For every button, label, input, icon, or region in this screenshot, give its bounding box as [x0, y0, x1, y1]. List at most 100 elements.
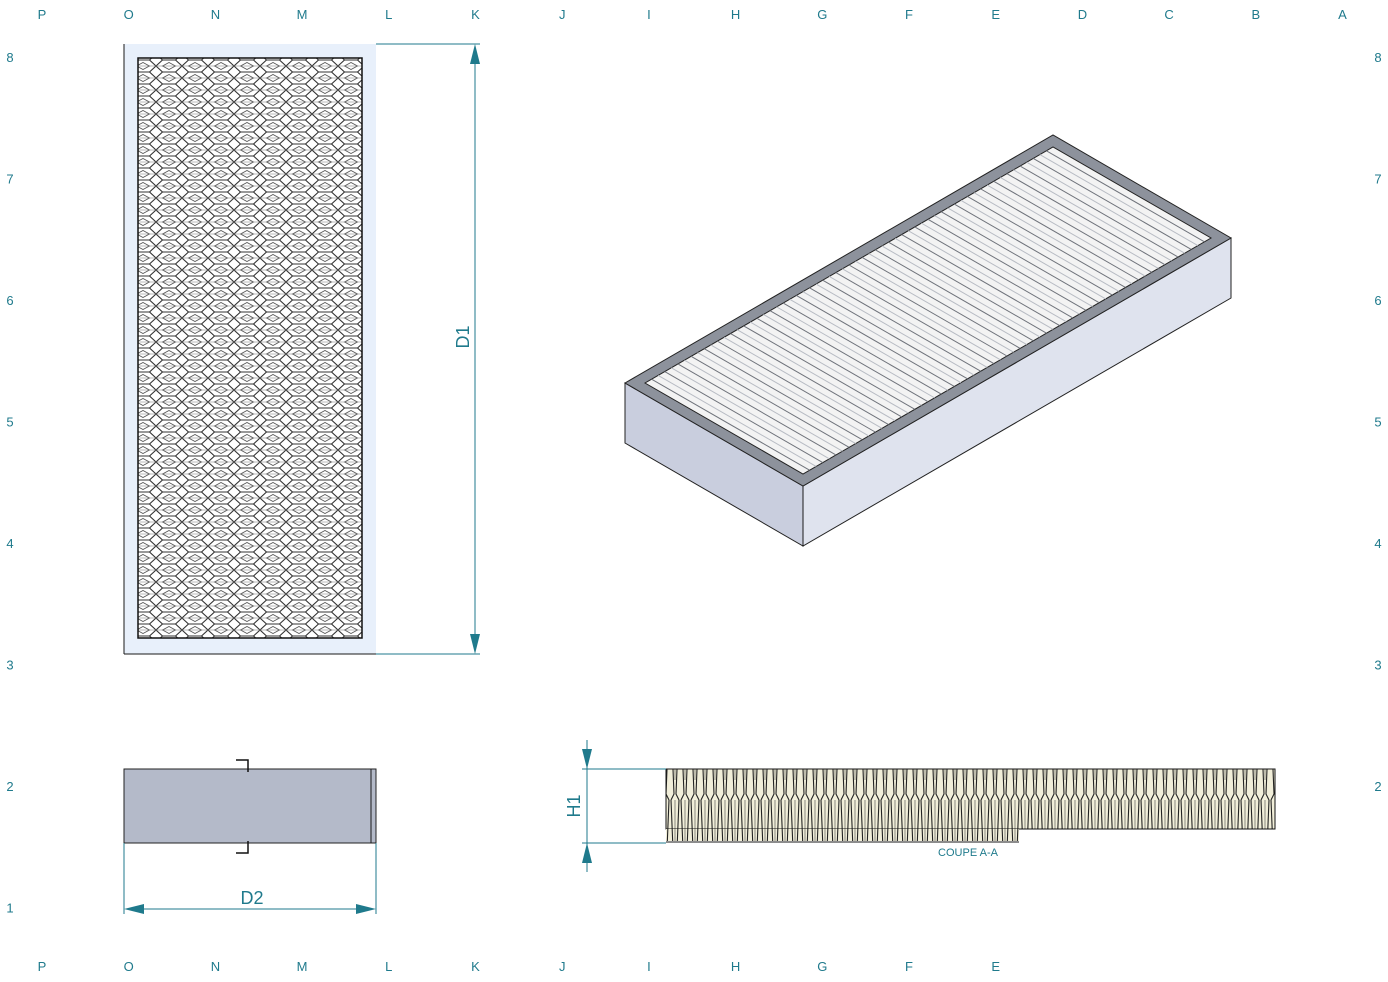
pleat-line: [855, 260, 1014, 353]
pleated-media: [665, 768, 1276, 830]
d2-label: D2: [240, 888, 263, 908]
grid-column-label: M: [297, 959, 308, 974]
pleat-line: [868, 253, 1027, 346]
grid-column-label: L: [385, 959, 392, 974]
pleat-line: [1039, 154, 1199, 247]
grid-column-label: I: [647, 959, 651, 974]
pleat-line: [796, 295, 955, 387]
pleat-line: [822, 279, 981, 372]
d1-label: D1: [453, 325, 473, 348]
grid-column-label: O: [124, 7, 134, 22]
pleat-line: [980, 188, 1139, 281]
h1-label: H1: [564, 794, 584, 817]
grid-column-label: N: [211, 7, 220, 22]
section-marker-bottom: [236, 841, 249, 854]
pleat-line: [901, 234, 1060, 326]
grid-row-label: 8: [6, 50, 13, 65]
pleat-line: [835, 272, 995, 365]
section-marker-top: [236, 759, 249, 772]
grid-column-label: P: [38, 7, 47, 22]
grid-column-label: E: [991, 959, 1000, 974]
pleat-line: [809, 287, 968, 380]
grid-column-label: F: [905, 7, 913, 22]
pleat-line: [736, 329, 896, 422]
grid-column-label: J: [559, 959, 566, 974]
iso-pleat-lines: [651, 150, 1205, 471]
pleat-line: [1026, 161, 1185, 254]
side-view: [123, 759, 377, 854]
pleat-line: [888, 241, 1047, 334]
pleat-line: [717, 340, 876, 433]
grid-row-label: 2: [6, 779, 13, 794]
pleat-line: [861, 256, 1021, 349]
pleat-line: [947, 207, 1106, 300]
grid-column-label: K: [471, 959, 480, 974]
section-view: COUPE A-A: [665, 768, 1276, 859]
pleat-line: [756, 317, 916, 410]
d1-dimension: D1: [376, 43, 480, 655]
grid-row-label: 8: [1374, 50, 1381, 65]
pleat-line: [1019, 165, 1179, 258]
pleat-line: [690, 355, 850, 448]
pleat-line: [802, 291, 962, 384]
isometric-view: [624, 134, 1232, 547]
grid-column-label: D: [1078, 7, 1087, 22]
grid-column-label: H: [731, 959, 740, 974]
pleat-line: [960, 199, 1120, 292]
pleated-media-lower: [666, 829, 1019, 841]
pleat-line: [993, 180, 1153, 273]
grid-column-label: G: [817, 959, 827, 974]
pleat-line: [927, 218, 1087, 311]
grid-column-label: C: [1164, 7, 1173, 22]
pleat-line: [743, 325, 902, 418]
pleat-line: [954, 203, 1113, 296]
pleat-line: [723, 336, 883, 429]
grid-row-label: 1: [6, 901, 13, 916]
grid-row-label: 2: [1374, 779, 1381, 794]
pleat-line: [763, 314, 922, 406]
pleat-line: [782, 302, 942, 395]
grid-column-label: N: [211, 959, 220, 974]
grid-row-label: 4: [6, 536, 13, 551]
pleat-line: [677, 363, 837, 456]
pleat-line: [815, 283, 975, 376]
pleat-line: [842, 268, 1001, 361]
grid-row-label: 7: [1374, 172, 1381, 187]
grid-column-label: F: [905, 959, 913, 974]
grid-row-label: 6: [6, 293, 13, 308]
pleat-line: [1000, 177, 1159, 269]
pleat-line: [1006, 173, 1166, 266]
d2-dimension: D2: [123, 843, 377, 914]
pleat-line: [848, 264, 1008, 357]
pleat-line: [1013, 169, 1172, 262]
pleat-line: [657, 374, 817, 467]
grid-column-label: J: [559, 7, 566, 22]
grid-row-label: 5: [1374, 415, 1381, 430]
pleat-line: [789, 298, 949, 391]
grid-column-label: B: [1251, 7, 1260, 22]
grid-column-label: I: [647, 7, 651, 22]
pleat-line: [894, 237, 1054, 330]
grid-row-label: 7: [6, 172, 13, 187]
side-view-body: [123, 768, 377, 844]
pleat-line: [986, 184, 1146, 277]
grid-column-label: O: [124, 959, 134, 974]
grid-column-label: K: [471, 7, 480, 22]
grid-row-label: 5: [6, 415, 13, 430]
grid-row-label: 6: [1374, 293, 1381, 308]
front-view: [123, 44, 376, 655]
grid-column-label: P: [38, 959, 47, 974]
pleat-line: [907, 230, 1067, 323]
pleat-line: [1046, 150, 1205, 243]
grid-column-label: L: [385, 7, 392, 22]
pleat-line: [703, 348, 863, 441]
pleat-line: [934, 215, 1093, 307]
grid-column-label: M: [297, 7, 308, 22]
pleat-line: [750, 321, 909, 414]
filter-mesh: [137, 57, 363, 639]
